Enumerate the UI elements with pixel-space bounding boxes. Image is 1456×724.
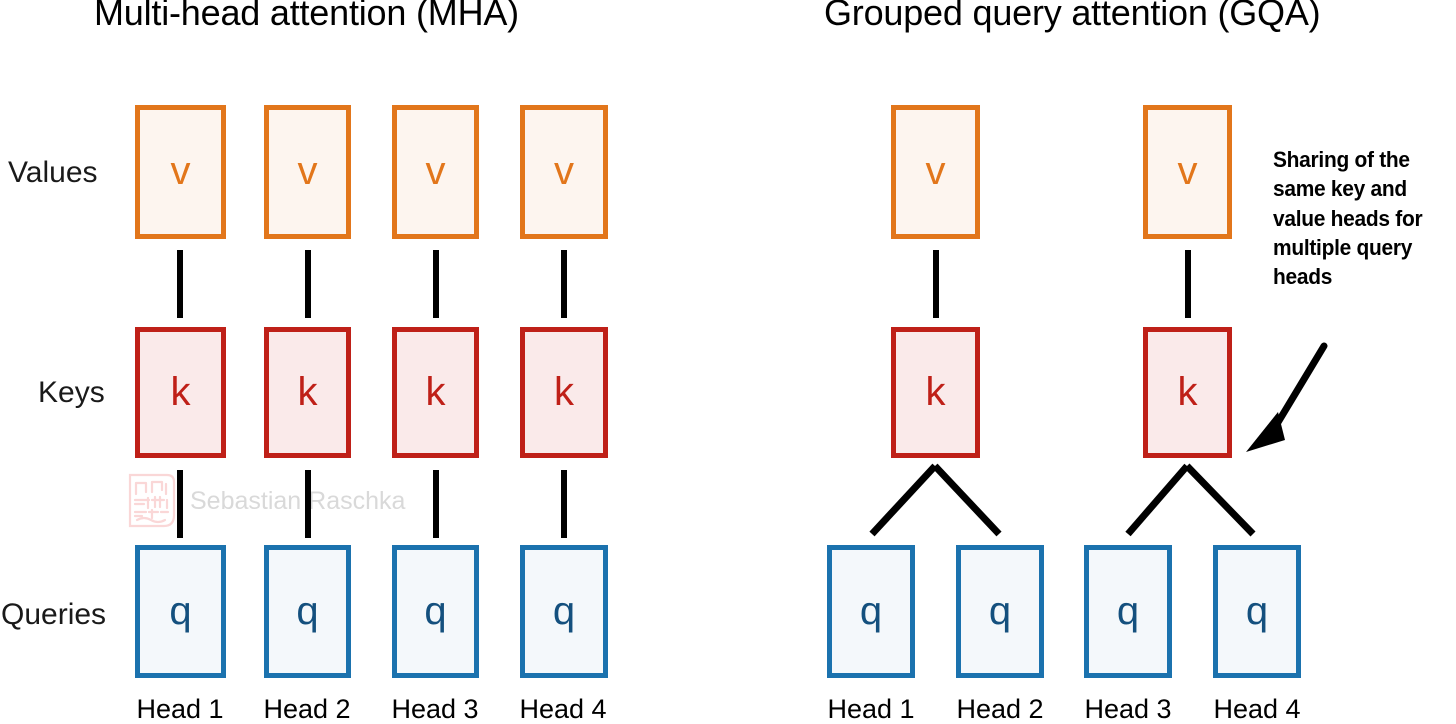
mha-key-box-2: k [264, 327, 351, 458]
token-q: q [169, 588, 192, 633]
gqa-connector-v-k-1 [933, 250, 939, 318]
token-k: k [1177, 369, 1198, 414]
gqa-key-box-2: k [1143, 327, 1232, 458]
mha-connector-v-k-3 [433, 250, 439, 318]
watermark: Sebastian Raschka [124, 470, 405, 532]
annotation-arrow-icon [1246, 342, 1328, 452]
token-q: q [988, 588, 1012, 633]
mha-head-label-3: Head 3 [391, 694, 479, 724]
gqa-query-box-1: q [827, 545, 915, 678]
gqa-query-box-3: q [1084, 545, 1172, 678]
mha-connector-k-q-2 [305, 470, 311, 538]
gqa-value-box-2: v [1143, 105, 1232, 239]
mha-query-box-1: q [135, 545, 226, 678]
gqa-value-box-1: v [891, 105, 980, 239]
gqa-head-label-1: Head 1 [827, 694, 915, 724]
panel-title-gqa: Grouped query attention (GQA) [824, 0, 1321, 33]
mha-key-box-4: k [520, 327, 608, 458]
mha-connector-k-q-4 [561, 470, 567, 538]
panel-title-mha: Multi-head attention (MHA) [94, 0, 519, 33]
token-v: v [925, 149, 946, 193]
token-k: k [925, 369, 946, 414]
token-v: v [554, 149, 574, 193]
gqa-head-label-3: Head 3 [1084, 694, 1172, 724]
mha-connector-v-k-4 [561, 250, 567, 318]
token-q: q [424, 588, 447, 633]
mha-head-label-1: Head 1 [136, 694, 224, 724]
token-v: v [1177, 149, 1198, 193]
token-k: k [425, 369, 446, 414]
mha-connector-k-q-1 [177, 470, 183, 538]
token-v: v [170, 149, 191, 193]
row-label-keys: Keys [38, 376, 105, 409]
token-q: q [1245, 588, 1269, 633]
gqa-head-label-2: Head 2 [956, 694, 1044, 724]
row-label-values: Values [8, 156, 98, 189]
mha-value-box-2: v [264, 105, 351, 239]
token-k: k [170, 369, 191, 414]
token-q: q [1116, 588, 1140, 633]
token-v: v [425, 149, 446, 193]
token-v: v [297, 149, 318, 193]
gqa-query-box-2: q [956, 545, 1044, 678]
gqa-key-box-1: k [891, 327, 980, 458]
mha-query-box-3: q [392, 545, 479, 678]
circuit-board-logo [128, 473, 176, 528]
token-q: q [859, 588, 883, 633]
mha-value-box-1: v [135, 105, 226, 239]
row-label-queries: Queries [1, 598, 107, 631]
mha-key-box-1: k [135, 327, 226, 458]
token-q: q [552, 588, 576, 633]
mha-head-label-2: Head 2 [263, 694, 351, 724]
mha-connector-k-q-3 [433, 470, 439, 538]
gqa-fork-group-1 [869, 463, 1002, 537]
gqa-fork-group-2 [1125, 463, 1256, 537]
mha-value-box-3: v [392, 105, 479, 239]
mha-query-box-2: q [264, 545, 351, 678]
mha-connector-v-k-2 [305, 250, 311, 318]
mha-head-label-4: Head 4 [519, 694, 607, 724]
mha-key-box-3: k [392, 327, 479, 458]
gqa-query-box-4: q [1213, 545, 1301, 678]
watermark-text: Sebastian Raschka [190, 486, 406, 515]
gqa-head-label-4: Head 4 [1213, 694, 1301, 724]
mha-connector-v-k-1 [177, 250, 183, 318]
mha-query-box-4: q [520, 545, 608, 678]
mha-value-box-4: v [520, 105, 608, 239]
gqa-connector-v-k-2 [1185, 250, 1191, 318]
annotation-text: Sharing of the same key and value heads … [1273, 147, 1423, 289]
token-q: q [296, 588, 319, 633]
token-k: k [554, 369, 574, 414]
token-k: k [297, 369, 318, 414]
